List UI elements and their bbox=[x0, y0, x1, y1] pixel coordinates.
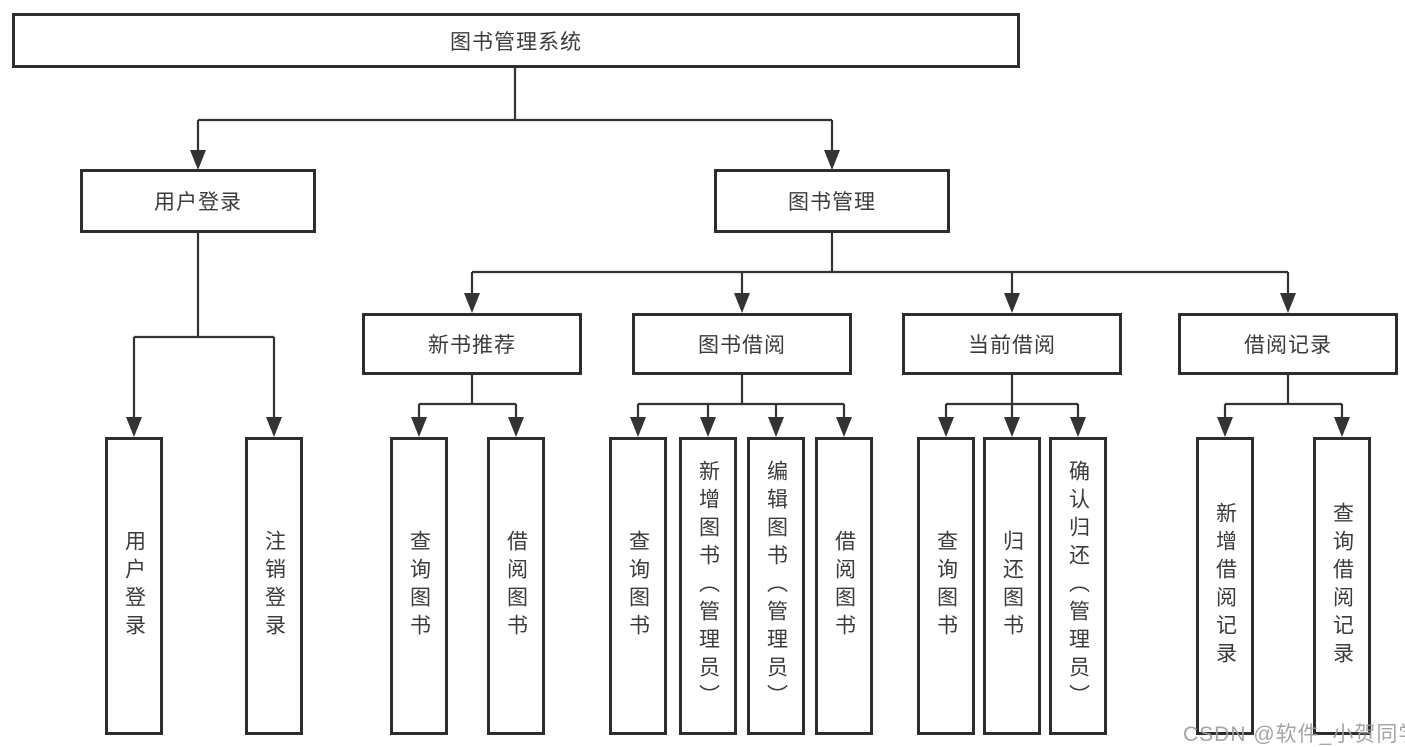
node-book-management: 图书管理 bbox=[714, 169, 950, 233]
leaf-query-books-borrow: 查询图书 bbox=[609, 437, 667, 735]
leaf-return-book: 归还图书 bbox=[983, 437, 1041, 735]
leaf-query-books-current: 查询图书 bbox=[917, 437, 975, 735]
leaf-edit-book-admin: 编辑图书（管理员） bbox=[747, 437, 805, 735]
leaf-borrow-books: 借阅图书 bbox=[815, 437, 873, 735]
arrowheads bbox=[126, 150, 1350, 437]
node-book-borrow: 图书借阅 bbox=[632, 313, 852, 375]
leaf-add-book-admin: 新增图书（管理员） bbox=[679, 437, 737, 735]
leaf-confirm-return-admin: 确认归还（管理员） bbox=[1049, 437, 1107, 735]
leaf-add-borrow-record: 新增借阅记录 bbox=[1196, 437, 1254, 735]
leaf-borrow-books-recommend: 借阅图书 bbox=[487, 437, 545, 735]
leaf-logout: 注销登录 bbox=[245, 437, 303, 735]
watermark: CSDN @软件_小贺同学 bbox=[1183, 723, 1405, 746]
leaf-query-borrow-record: 查询借阅记录 bbox=[1313, 437, 1371, 735]
node-current-borrow: 当前借阅 bbox=[902, 313, 1122, 375]
node-root: 图书管理系统 bbox=[12, 13, 1020, 68]
node-user-login-group: 用户登录 bbox=[80, 169, 316, 233]
connector-path bbox=[132, 68, 1344, 421]
leaf-query-books-recommend: 查询图书 bbox=[390, 437, 448, 735]
node-new-book-recommend: 新书推荐 bbox=[362, 313, 582, 375]
leaf-user-login: 用户登录 bbox=[105, 437, 163, 735]
node-borrow-record: 借阅记录 bbox=[1178, 313, 1398, 375]
